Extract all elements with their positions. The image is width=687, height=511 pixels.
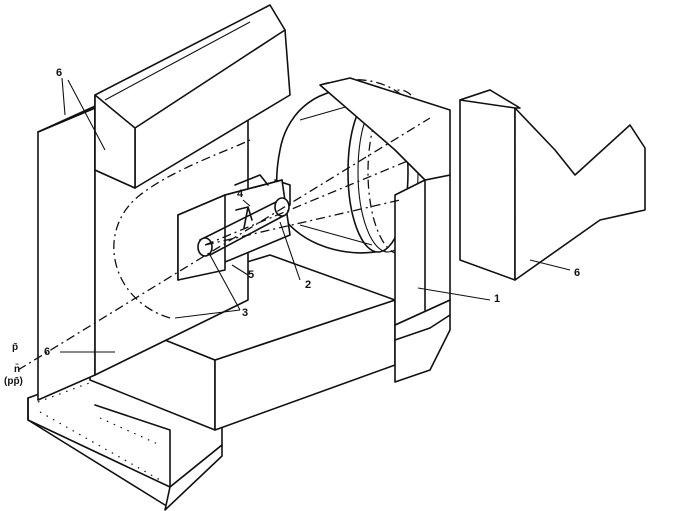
- label-1: 1: [494, 293, 500, 305]
- upper-shield-block: [94, 4, 291, 189]
- target-assembly: [177, 174, 291, 281]
- floor-platform: [27, 373, 223, 511]
- leader-lines: [60, 77, 571, 353]
- beam-nbar-label: n̄: [14, 363, 20, 375]
- beam-axis: [17, 117, 431, 371]
- label-6-lower: 6: [44, 346, 50, 358]
- beam-pbar-label: p̄: [12, 342, 18, 353]
- right-shield-block: [459, 89, 646, 281]
- support-pillar: [319, 77, 451, 326]
- label-6-right: 6: [574, 267, 580, 279]
- label-2: 2: [305, 279, 311, 291]
- label-6-upper: 6: [56, 67, 62, 79]
- label-3: 3: [242, 307, 248, 319]
- beam-symbols: p̄ n̄ (pp̄): [4, 342, 23, 387]
- label-4: 4: [237, 188, 244, 200]
- beam-pair-label: (pp̄): [4, 376, 23, 387]
- label-5: 5: [248, 269, 254, 281]
